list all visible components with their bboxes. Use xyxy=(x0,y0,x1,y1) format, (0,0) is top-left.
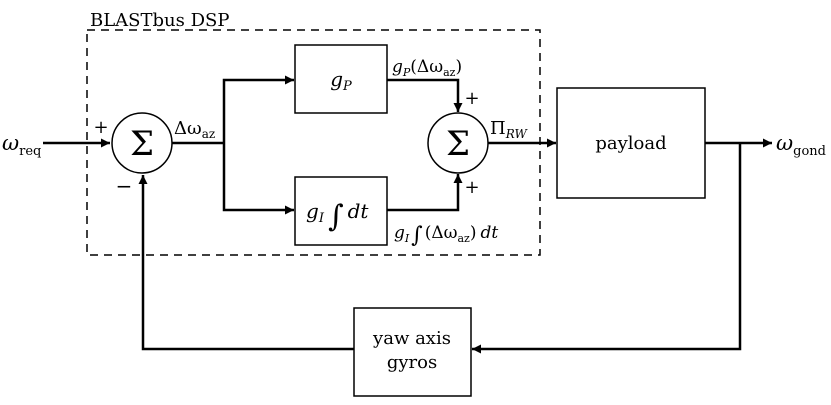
gyro-block xyxy=(353,307,472,397)
integral-to-sum2-arrow xyxy=(387,174,463,212)
sum1-minus-sign: − xyxy=(116,174,133,198)
error-to-proportional-arrow xyxy=(222,75,294,143)
command-signal-label: ΠRW xyxy=(490,118,528,141)
sum2-sigma: Σ xyxy=(446,124,470,164)
proportional-signal-label: gP(Δωaz) xyxy=(392,57,462,79)
proportional-gain-block xyxy=(294,44,388,114)
payload-block xyxy=(556,87,706,199)
sum1-sigma: Σ xyxy=(130,124,154,164)
dsp-label: BLASTbus DSP xyxy=(90,10,229,31)
sum2-plus-top: + xyxy=(464,88,479,109)
sum2-plus-bottom: + xyxy=(464,177,479,198)
sum1-plus-sign: + xyxy=(93,117,108,138)
payload-label: payload xyxy=(595,133,666,154)
error-signal-label: Δωaz xyxy=(174,118,215,141)
feedback-to-gyros-arrow xyxy=(472,143,742,354)
integral-gain-label: gI∫dt xyxy=(306,199,369,234)
error-to-integral-arrow xyxy=(222,143,294,215)
proportional-to-sum2-arrow xyxy=(387,78,463,112)
integral-gain-block xyxy=(294,176,388,246)
gyros-to-sum1-arrow xyxy=(138,175,354,351)
gyro-label-line1: yaw axis xyxy=(372,328,451,349)
output-label: ωgond xyxy=(776,131,826,159)
gyro-label-line2: gyros xyxy=(387,352,437,373)
integral-signal-label: gI∫(Δωaz)dt xyxy=(394,223,498,248)
proportional-gain-label: gP xyxy=(330,67,352,94)
input-label: ωreq xyxy=(2,131,41,159)
